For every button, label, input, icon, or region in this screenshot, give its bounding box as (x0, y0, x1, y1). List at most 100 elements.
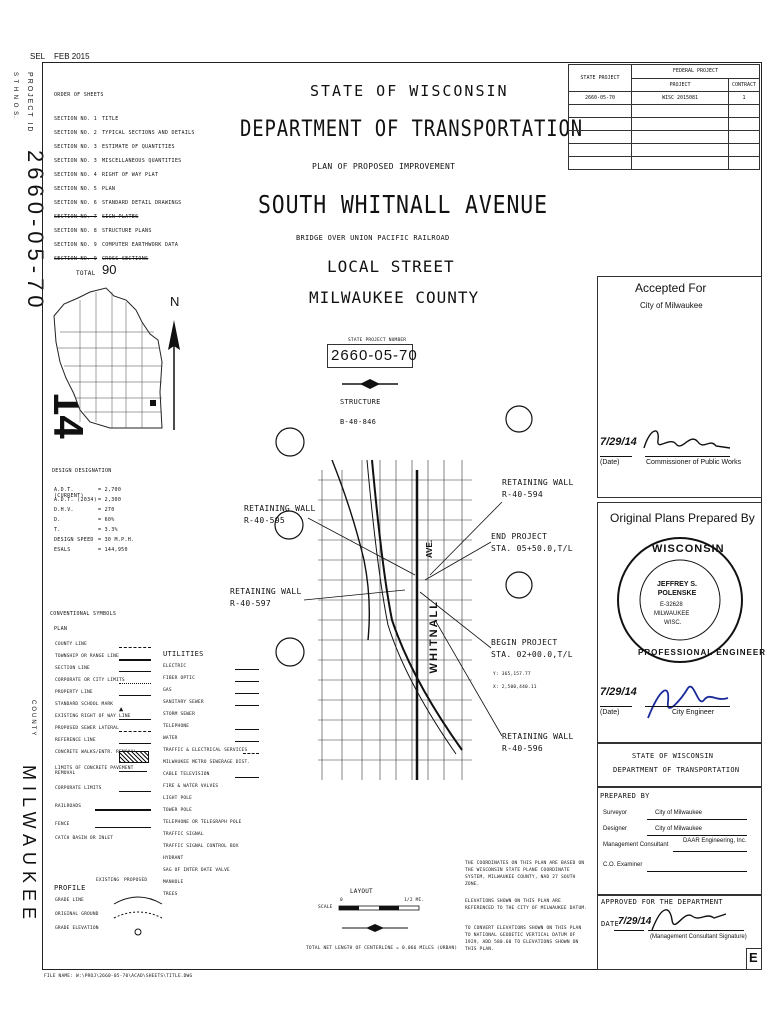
approved-signature (651, 909, 727, 931)
total-value: 90 (102, 262, 117, 277)
date-label: FEB 2015 (54, 52, 90, 61)
scale-bar (338, 905, 420, 911)
state-box-line2: DEPARTMENT OF TRANSPORTATION (613, 766, 740, 774)
note-coordinates: THE COORDINATES ON THIS PLAN ARE BASED O… (465, 861, 585, 887)
route-shield-icon (275, 427, 305, 457)
state-box-line1: STATE OF WISCONSIN (632, 752, 714, 760)
dept-title: DEPARTMENT OF TRANSPORTATION (240, 117, 584, 142)
north-arrow-icon (168, 320, 180, 430)
approved-heading: APPROVED FOR THE DEPARTMENT (601, 898, 723, 906)
structure-id: B-40-846 (340, 418, 377, 426)
route-shield-icon (505, 405, 533, 433)
project-location-map (274, 427, 472, 780)
original-plans-heading: Original Plans Prepared By (610, 511, 755, 525)
utilities-heading: UTILITIES (163, 650, 204, 658)
sel-label: SEL (30, 52, 46, 61)
project-id-sub: S T H N O S. (12, 72, 18, 119)
plan-label: PLAN (54, 626, 68, 632)
state-project-number-value: 2660-05-70 (331, 347, 418, 364)
accepted-panel (597, 276, 762, 498)
contract-header: CONTRACT (728, 77, 760, 92)
engineer-date: 7/29/14 (600, 686, 637, 698)
state-dept-box (597, 742, 762, 788)
order-of-sheets-heading: ORDER OF SHEETS (54, 92, 104, 98)
bridge-title: BRIDGE OVER UNION PACIFIC RAILROAD (296, 234, 450, 242)
street-title: SOUTH WHITNALL AVENUE (258, 190, 548, 219)
existing-label: EXISTING (96, 878, 120, 883)
project-number-vertical: 2660-05-70 (23, 150, 48, 313)
profile-symbols: GRADE LINE ORIGINAL GROUND GRADE ELEVATI… (55, 898, 99, 931)
seal-city: MILWAUKEE (654, 611, 690, 617)
plan-title: PLAN OF PROPOSED IMPROVEMENT (312, 162, 456, 171)
route-shield-icon (274, 510, 304, 540)
design-table: A.D.T. (CURRENT)= 2,700 A.D.T. (2034)= 2… (54, 487, 135, 553)
county-name-vertical: MILWAUKEE (19, 765, 39, 926)
scale-zero: 0 (340, 898, 343, 903)
project-location-marker (150, 400, 156, 406)
sheet-letter: E (749, 950, 758, 965)
accepted-date-label: (Date) (600, 459, 620, 466)
federal-project-header: FEDERAL PROJECT (631, 64, 760, 79)
state-project-number-box (327, 344, 413, 368)
accepted-signer: Commissioner of Public Works (646, 459, 742, 466)
engineer-signer: City Engineer (672, 709, 715, 716)
arrow-icon (342, 379, 398, 389)
county-label: COUNTY (30, 700, 36, 738)
commissioner-signature (643, 430, 731, 449)
route-shield-icon (275, 637, 305, 667)
file-name-footer: FILE NAME: W:\PROJ\2660-05-70\ACAD\SHEET… (44, 974, 193, 979)
accepted-date: 7/29/14 (600, 436, 637, 448)
wisconsin-state-map (53, 287, 163, 429)
state-project-value: 2660-05-70 (568, 91, 632, 105)
note-elevations: ELEVATIONS SHOWN ON THIS PLAN ARE REFERE… (465, 899, 588, 911)
project-id-label: PROJECT ID (26, 72, 33, 134)
original-plans-panel (597, 502, 762, 744)
total-net-length: TOTAL NET LENGTH OF CENTERLINE = 0.066 M… (306, 946, 458, 951)
engineer-signature (647, 685, 729, 719)
approved-date-label: DATE (601, 920, 620, 928)
state-title: STATE OF WISCONSIN (310, 82, 509, 100)
seal-name: JEFFREY S. POLENSKE (657, 581, 697, 597)
seal-professional: PROFESSIONAL ENGINEER (638, 648, 766, 657)
engineer-date-label: (Date) (600, 709, 620, 716)
approved-date: 7/29/14 (618, 916, 652, 927)
conventional-symbols-list: COUNTY LINE TOWNSHIP OR RANGE LINE SECTI… (55, 642, 155, 850)
structure-label: STRUCTURE (340, 398, 381, 406)
total-label: TOTAL (76, 270, 96, 277)
project-header: PROJECT (631, 77, 729, 92)
layout-label: LAYOUT (350, 888, 373, 895)
accepted-heading: Accepted For (635, 281, 707, 295)
seal-number: E-32628 (660, 602, 683, 608)
state-project-number-label: STATE PROJECT NUMBER (348, 338, 407, 343)
seal-wi: WISC. (664, 620, 682, 626)
note-convert: TO CONVERT ELEVATIONS SHOWN ON THIS PLAN… (465, 926, 582, 952)
local-street-title: LOCAL STREET (327, 257, 455, 276)
prepared-by-heading: PREPARED BY (600, 792, 650, 800)
profile-heading: PROFILE (54, 884, 86, 892)
utilities-list: ELECTRIC FIBER OPTIC GAS SANITARY SEWER … (163, 664, 263, 904)
proposed-label: PROPOSED (124, 878, 148, 883)
federal-project-value: WISC 2015081 (631, 91, 729, 105)
approved-box (597, 894, 762, 970)
contract-value: 1 (728, 91, 760, 105)
conventional-heading: CONVENTIONAL SYMBOLS (50, 611, 117, 617)
coord-x: X: 2,500,440.11 (493, 685, 537, 690)
seal-state: WISCONSIN (652, 543, 725, 555)
